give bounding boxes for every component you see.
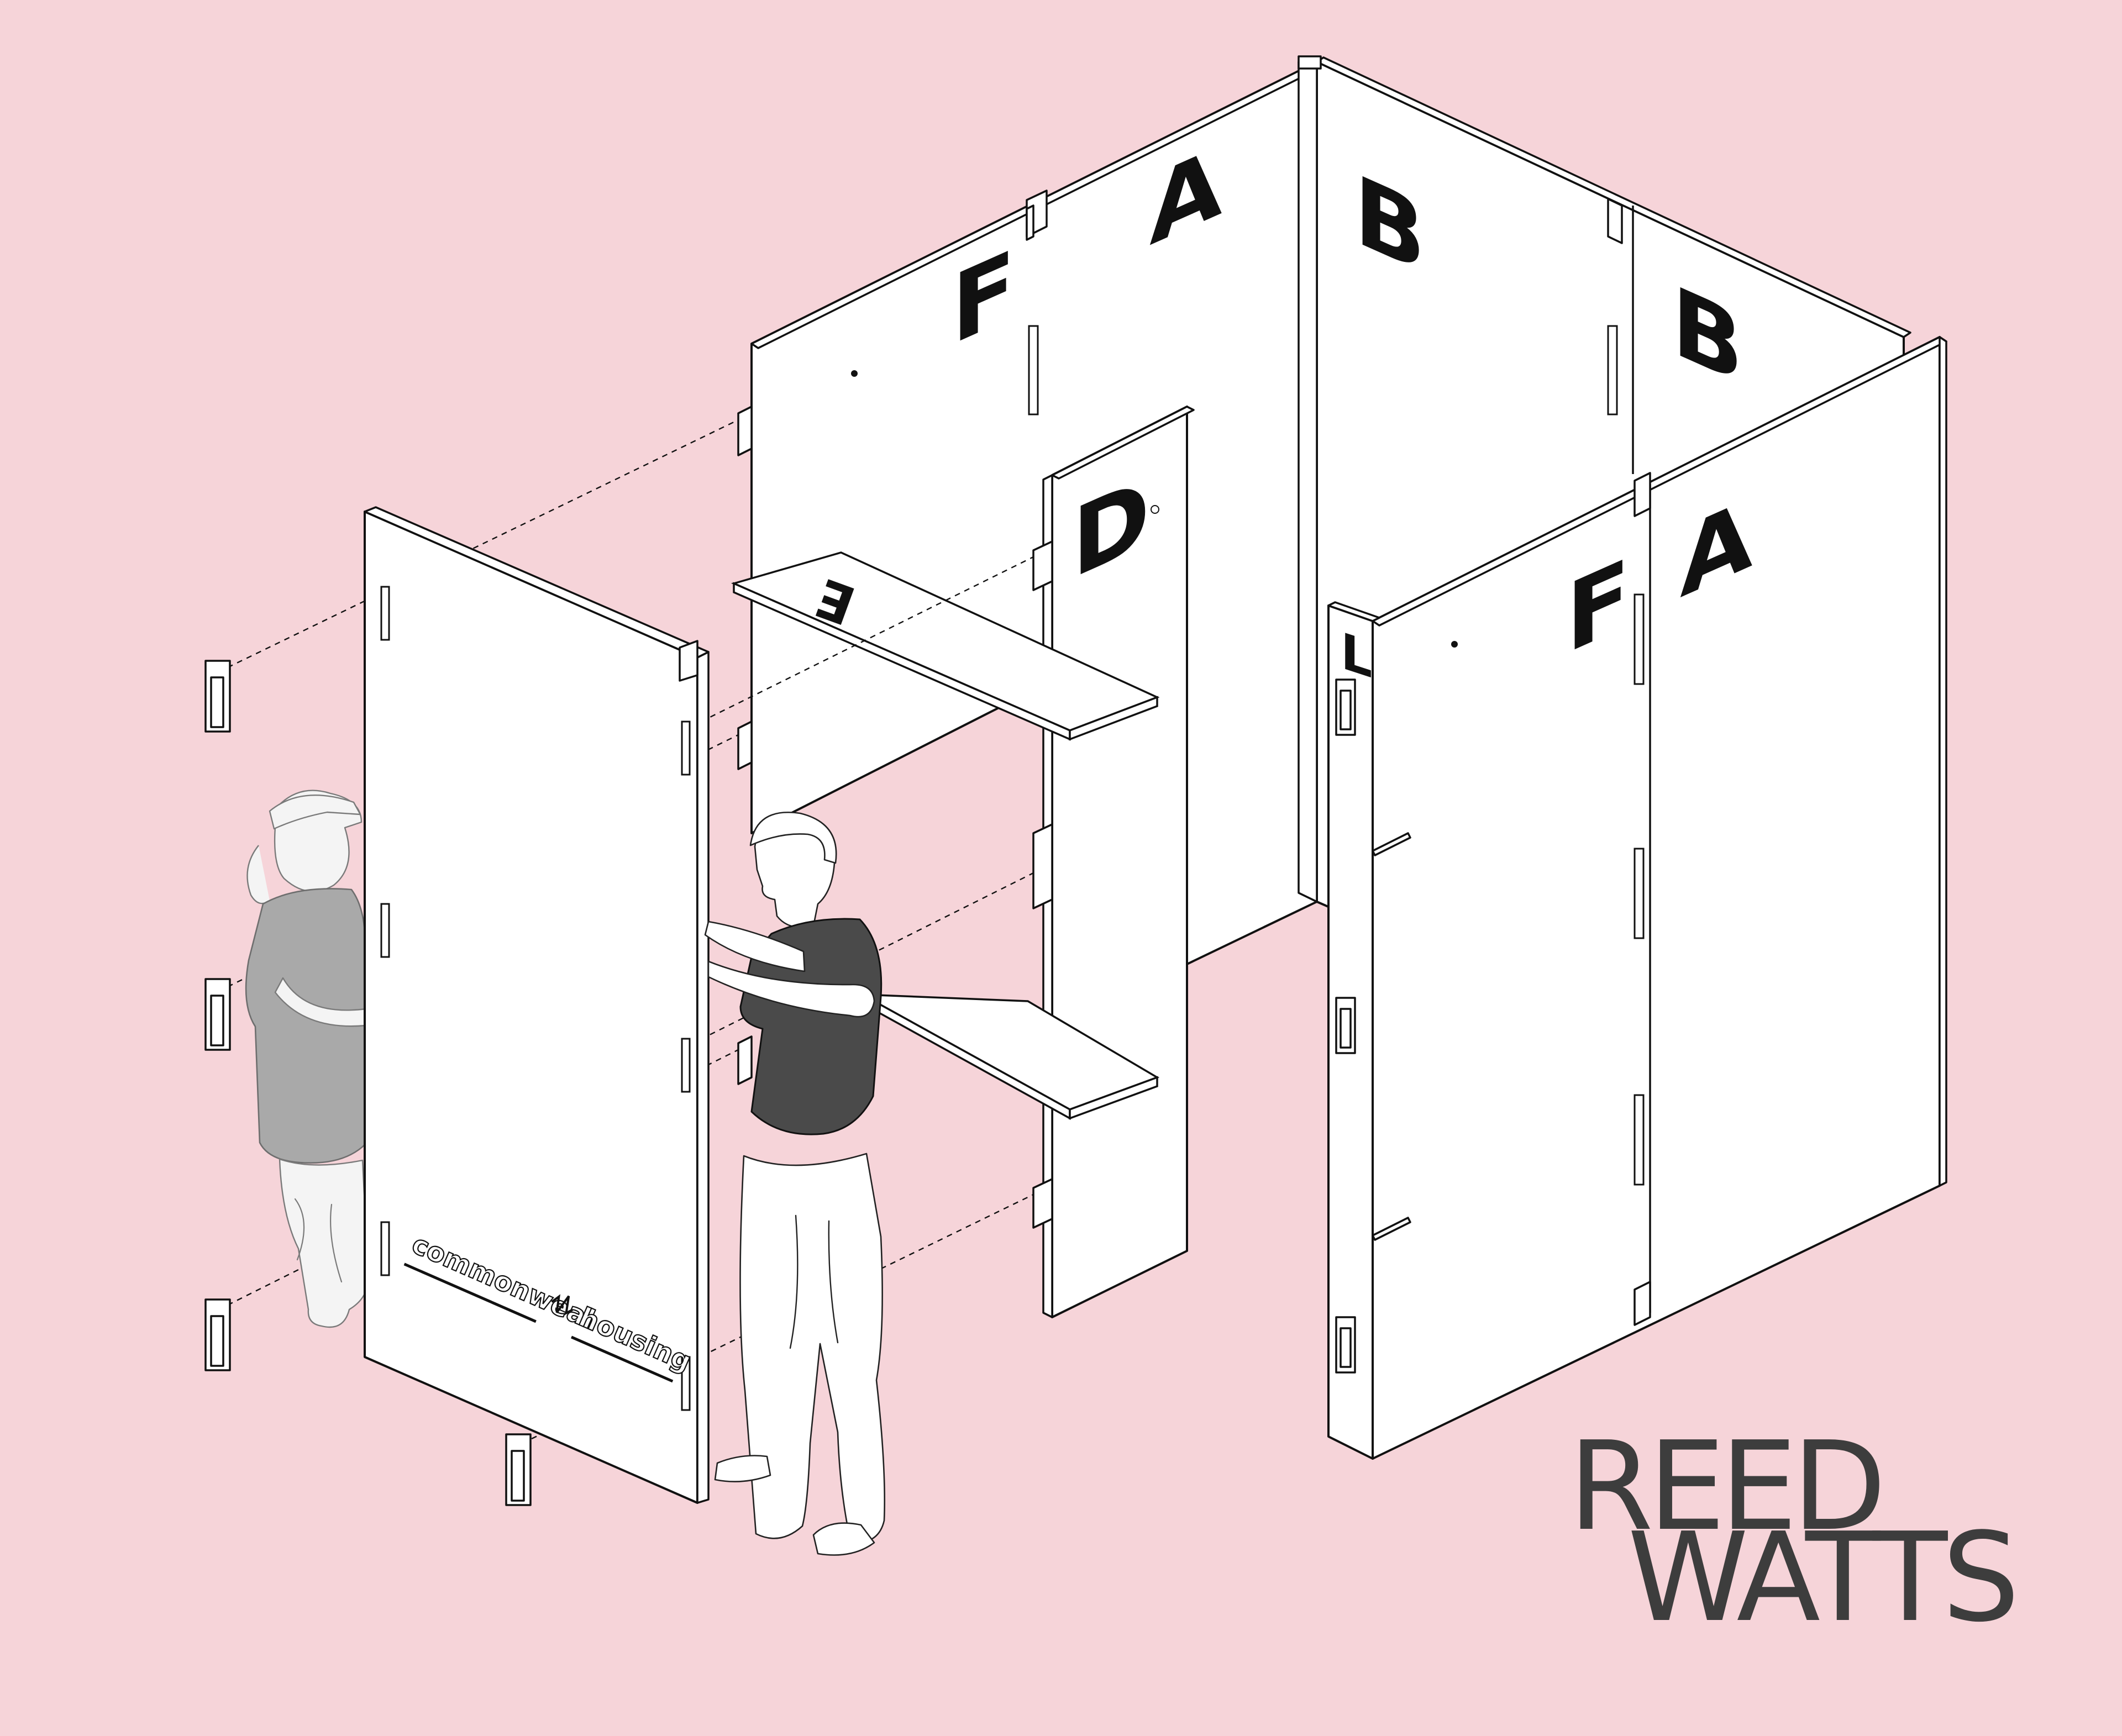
slot [1633, 593, 1645, 685]
side-post-top [1327, 601, 1380, 622]
person-dark-foot-left [714, 1455, 771, 1482]
corner-post [1298, 61, 1318, 903]
person-grey-ponytail [246, 845, 270, 904]
slot [1028, 325, 1039, 415]
person-dark-foot-right [812, 1522, 875, 1556]
front-left-panel-group: commonweal housing [364, 506, 710, 1504]
front-left-panel-top-edge [364, 506, 710, 659]
joint [1032, 823, 1053, 909]
slot [380, 903, 390, 958]
slot [681, 1356, 691, 1411]
front-right-panel-end-edge [1939, 336, 1947, 1187]
back-right-joints [1607, 198, 1634, 474]
post-clips [1335, 678, 1356, 1374]
shelves: E [731, 551, 1160, 1120]
brand-line-1: REED [1568, 1416, 1887, 1558]
hole [1151, 505, 1159, 514]
clip [505, 1433, 532, 1506]
clip [1335, 678, 1356, 736]
lower-shelf-tab [1069, 1076, 1158, 1120]
hole [851, 370, 858, 377]
guide-line [531, 872, 1034, 1125]
person-grey-shirt [245, 888, 367, 1164]
logo-underline-right [570, 1335, 674, 1383]
middle-panel-group: D [1032, 406, 1195, 1318]
joint [737, 406, 753, 456]
corner-post-cap [1298, 55, 1322, 70]
shelf-tab [1372, 832, 1411, 856]
slot [681, 1038, 691, 1093]
slot [380, 1221, 390, 1276]
joint [1607, 198, 1623, 244]
person-dark-legs [739, 1153, 886, 1544]
person-grey-folds [294, 1198, 343, 1283]
back-left-joints [737, 190, 1048, 1085]
clip [1335, 997, 1356, 1054]
person-grey [245, 790, 369, 1328]
slot [1633, 848, 1645, 939]
slot [1633, 1094, 1645, 1186]
person-dark-folds [789, 1214, 839, 1349]
slot [681, 720, 691, 776]
upper-shelf-tab [1069, 696, 1158, 741]
joint [1032, 540, 1053, 591]
clip [204, 978, 231, 1051]
guide-line [227, 419, 739, 669]
front-left-panel-right-edge [696, 651, 710, 1504]
hole [1451, 641, 1458, 648]
brand-line-2: WATTS [1627, 1507, 2020, 1649]
clip [1335, 1316, 1356, 1374]
person-dark-arm-lower [707, 960, 875, 1018]
joint [737, 720, 753, 770]
person-dark [704, 811, 886, 1556]
slot [380, 586, 390, 641]
person-grey-cap [269, 795, 361, 830]
person-dark-hair [749, 811, 837, 864]
shelf-tab [1372, 1217, 1411, 1241]
joint [679, 640, 698, 682]
person-dark-shirt [739, 918, 883, 1135]
person-dark-arm-upper [704, 920, 806, 972]
clip [204, 660, 231, 733]
joint [1026, 204, 1034, 241]
joint [1032, 1178, 1053, 1229]
clip [204, 1298, 231, 1371]
middle-panel-top-edge [1051, 406, 1195, 480]
joint [1633, 1281, 1651, 1326]
front-right-panel-group: L F A [1327, 336, 1947, 1460]
joint [1633, 472, 1651, 517]
slot [1607, 325, 1618, 415]
guide-line [531, 1193, 1034, 1440]
guide-line [531, 556, 1034, 807]
label-front-right-l: L [1341, 621, 1372, 690]
joint [737, 1035, 753, 1085]
logo-mark-icon [551, 1294, 573, 1316]
person-grey-legs [279, 1158, 369, 1328]
logo-underline-left [403, 1262, 537, 1323]
